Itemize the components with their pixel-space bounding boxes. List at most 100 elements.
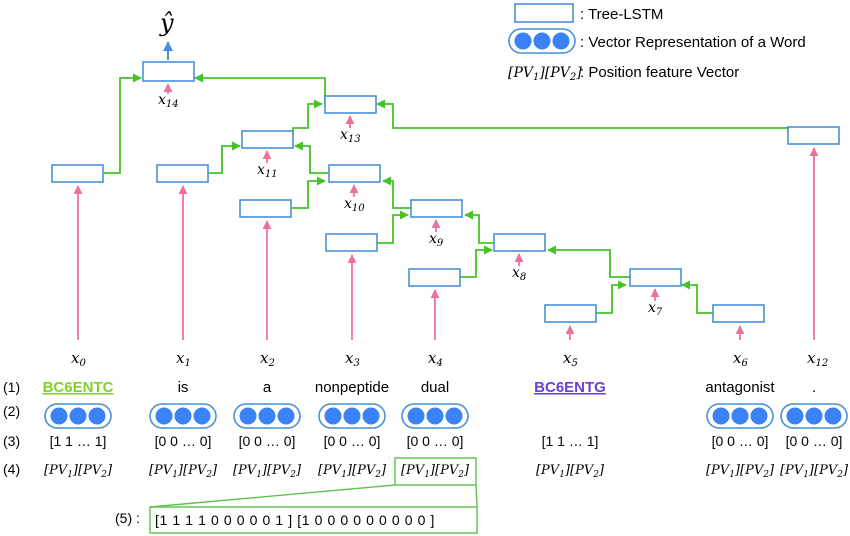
pv-label-1: [PV1][PV2] — [149, 463, 218, 480]
word-5: BC6ENTG — [534, 379, 606, 396]
word-vector-dot-1-2 — [193, 407, 211, 425]
position-vector-12: [0 0 … 0] — [786, 433, 843, 449]
word-1: is — [178, 379, 189, 396]
word-vector-3 — [318, 403, 386, 429]
word-vector-dot-4-1 — [426, 407, 444, 425]
word-vector-dot-2-2 — [277, 407, 295, 425]
tree-lstm-nodes — [51, 61, 840, 323]
tree-lstm-node-8 — [493, 233, 546, 252]
x-label-1: x1 — [176, 349, 191, 369]
position-vector-1: [0 0 … 0] — [155, 433, 212, 449]
pv-label-12: [PV1][PV2] — [780, 463, 849, 480]
word-vector-dot-6-0 — [712, 407, 730, 425]
label-x9: x9 — [429, 231, 444, 249]
edge-x2-to-n10 — [292, 176, 326, 209]
x-label-12: x12 — [807, 349, 828, 369]
x-label-4: x4 — [428, 349, 443, 369]
pv-label-0: [PV1][PV2] — [44, 463, 113, 480]
word-vector-dot-3-0 — [324, 407, 342, 425]
edge-x4-to-n8 — [460, 245, 493, 278]
legend-vector-swatch — [508, 28, 576, 54]
row-label-4: (4) — [3, 461, 20, 477]
label-x10: x10 — [344, 196, 365, 214]
row-labels: (1) (2) (3) (4) (5) : — [3, 379, 140, 526]
edge-n7-to-n8 — [547, 245, 630, 278]
word-12: . — [812, 379, 816, 396]
legend-pv-symbol: [PV1][PV2] — [508, 65, 582, 83]
pv-label-2: [PV1][PV2] — [233, 463, 302, 480]
x-label-3: x3 — [345, 349, 360, 369]
edge-x0-to-n14 — [104, 73, 142, 174]
word-vector-dot-1-1 — [174, 407, 192, 425]
label-x13: x13 — [340, 127, 361, 145]
expanded-vector-text: [1 1 1 1 0 0 0 0 0 1 ] [1 0 0 0 0 0 0 0 … — [155, 512, 435, 528]
word-vector-dot-12-1 — [805, 407, 823, 425]
tree-lstm-leaf-x1 — [156, 164, 209, 183]
tree-lstm-node-10 — [328, 164, 381, 183]
word-vector-dot-4-0 — [407, 407, 425, 425]
tree-lstm-node-13 — [324, 95, 377, 114]
word-vector-dot-2-0 — [239, 407, 257, 425]
pv-highlight — [149, 457, 478, 534]
pv-label-4: [PV1][PV2] — [401, 463, 470, 480]
position-vector-5: [1 1 … 1] — [542, 433, 599, 449]
label-x14: x14 — [158, 92, 179, 110]
position-vector-4: [0 0 … 0] — [407, 433, 464, 449]
output-y-hat: ŷ — [159, 9, 174, 37]
word-4: dual — [421, 379, 449, 396]
tree-lstm-node-9 — [410, 199, 463, 218]
label-x11: x11 — [257, 162, 278, 180]
tree-lstm-leaf-x2 — [239, 199, 292, 218]
edge-n13-to-n14 — [194, 73, 326, 104]
edge-x5-to-n7 — [596, 280, 627, 314]
edge-n9-to-n10 — [382, 176, 411, 209]
word-vector-dot-12-0 — [786, 407, 804, 425]
row-label-5: (5) : — [115, 510, 140, 526]
edge-x1-to-n11 — [208, 141, 241, 174]
word-vector-dot-6-1 — [731, 407, 749, 425]
tree-lstm-node-14 — [142, 61, 195, 82]
word-vector-dot-12-2 — [824, 407, 842, 425]
x-label-2: x2 — [260, 349, 275, 369]
tree-lstm-leaf-x12 — [787, 126, 840, 145]
tree-lstm-leaf-x5 — [544, 304, 597, 323]
word-vector-dot-0-2 — [88, 407, 106, 425]
word-vector-dot-1-0 — [155, 407, 173, 425]
edge-n8-to-n9 — [464, 210, 494, 244]
word-vector-dot-2-1 — [258, 407, 276, 425]
tree-lstm-node-11 — [241, 130, 294, 149]
row-label-3: (3) — [3, 433, 20, 449]
word-2: a — [263, 379, 272, 396]
position-vector-0: [1 1 … 1] — [50, 433, 107, 449]
word-vector-0 — [44, 403, 112, 429]
zoom-line-right — [475, 484, 478, 508]
label-x8: x8 — [512, 265, 526, 283]
edge-x3-to-n9 — [377, 210, 409, 244]
word-vector-dot-0-1 — [69, 407, 87, 425]
pv-label-3: [PV1][PV2] — [318, 463, 387, 480]
tree-lstm-leaf-x4 — [408, 268, 461, 287]
word-6: antagonist — [705, 379, 775, 396]
row-label-2: (2) — [3, 403, 20, 419]
word-vector-dot-3-2 — [362, 407, 380, 425]
internal-node-labels: x14 x13 x11 x10 x9 x8 x7 — [158, 92, 663, 318]
tree-lstm-leaf-x0 — [51, 164, 104, 183]
pv-label-5: [PV1][PV2] — [536, 463, 605, 480]
position-vector-6: [0 0 … 0] — [712, 433, 769, 449]
word-vector-dot-3-1 — [343, 407, 361, 425]
tree-lstm-node-7 — [629, 268, 682, 287]
row-label-1: (1) — [3, 379, 20, 395]
word-vector-dot-4-2 — [445, 407, 463, 425]
expanded-vector-box — [149, 506, 478, 534]
word-3: nonpeptide — [315, 379, 389, 396]
word-vector-2 — [233, 403, 301, 429]
position-vector-3: [0 0 … 0] — [324, 433, 381, 449]
word-vector-6 — [706, 403, 774, 429]
legend-pv-label: : Position feature Vector — [580, 64, 739, 81]
legend-tree-lstm-swatch — [514, 3, 574, 23]
edge-n10-to-n11 — [294, 141, 329, 174]
x-label-6: x6 — [733, 349, 748, 369]
